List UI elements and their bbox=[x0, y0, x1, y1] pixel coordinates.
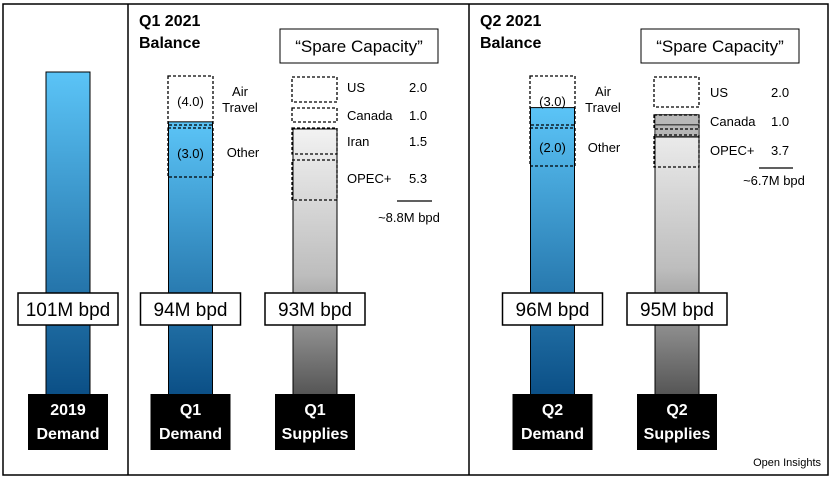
q2-spare-value-opec: 3.7 bbox=[771, 143, 789, 158]
demand-q1-bar bbox=[168, 121, 213, 396]
q1-title-line1: Q1 2021 bbox=[139, 13, 200, 30]
q2-spare-name-opec: OPEC+ bbox=[710, 143, 754, 158]
q2-gap-value-other: (2.0) bbox=[539, 140, 566, 155]
q1-gap-value-air-travel: (4.0) bbox=[177, 94, 204, 109]
q1-gap-value-other: (3.0) bbox=[177, 146, 204, 161]
q1-gap-box-other bbox=[167, 127, 214, 178]
q1-spare-value-opec: 5.3 bbox=[409, 171, 427, 186]
q2-spare-capacity-box bbox=[640, 28, 800, 64]
demand-2019-category-line1: 2019 bbox=[50, 402, 86, 419]
supplies-q2-category-box bbox=[637, 394, 717, 450]
q1-spare-total: ~8.8M bpd bbox=[378, 210, 440, 225]
supplies-q1-category-line1: Q1 bbox=[304, 402, 325, 419]
q2-spare-value-us: 2.0 bbox=[771, 85, 789, 100]
q1-gap-box-air-travel bbox=[167, 75, 214, 126]
supplies-q1-value-label: 93M bpd bbox=[278, 300, 352, 321]
outer-frame bbox=[2, 3, 829, 476]
q2-spare-name-us: US bbox=[710, 85, 728, 100]
q2-gap-label-air: Air bbox=[595, 84, 612, 99]
supplies-q2-value-label: 95M bpd bbox=[640, 300, 714, 321]
q2-gap-label-travel: Travel bbox=[585, 100, 621, 115]
q1-gap-label-air: Air bbox=[232, 84, 249, 99]
q2-spare-value-canada: 1.0 bbox=[771, 114, 789, 129]
q1-spare-capacity-title: “Spare Capacity” bbox=[295, 37, 423, 56]
q2-gap-box-other bbox=[529, 127, 576, 167]
q1-spare-box-canada bbox=[291, 107, 338, 123]
q2-spare-box-canada bbox=[653, 114, 700, 130]
q1-spare-name-iran: Iran bbox=[347, 134, 369, 149]
demand-q1-category-line2: Demand bbox=[159, 426, 222, 443]
q2-gap-box-air-travel bbox=[529, 75, 576, 126]
q1-spare-name-us: US bbox=[347, 80, 365, 95]
demand-2019-value-label: 101M bpd bbox=[26, 300, 111, 321]
demand-q1-value-label: 94M bpd bbox=[154, 300, 228, 321]
q1-gap-label-travel: Travel bbox=[222, 100, 258, 115]
supplies-q1-category-line2: Supplies bbox=[282, 426, 349, 443]
demand-q2-category-line1: Q2 bbox=[542, 402, 563, 419]
q1-title-line2: Balance bbox=[139, 35, 200, 52]
q1-spare-capacity-box bbox=[279, 28, 439, 64]
q1-spare-box-us bbox=[291, 76, 338, 103]
q1-spare-box-iran bbox=[291, 127, 338, 155]
demand-2019-category-box bbox=[28, 394, 108, 450]
supplies-q1-value-label-box bbox=[264, 292, 366, 326]
demand-q2-category-line2: Demand bbox=[521, 426, 584, 443]
q2-title-line1: Q2 2021 bbox=[480, 13, 541, 30]
q1-gap-label-other: Other bbox=[227, 145, 260, 160]
q1-spare-value-iran: 1.5 bbox=[409, 134, 427, 149]
demand-q2-value-label-box bbox=[501, 292, 604, 326]
q2-gap-label-other: Other bbox=[588, 140, 621, 155]
supplies-q1-bar bbox=[292, 128, 338, 396]
q1-spare-value-us: 2.0 bbox=[409, 80, 427, 95]
q2-spare-capacity-title: “Spare Capacity” bbox=[656, 37, 784, 56]
supplies-q1-category-box bbox=[275, 394, 355, 450]
demand-q1-value-label-box bbox=[139, 292, 242, 326]
q2-gap-value-air-travel: (3.0) bbox=[539, 94, 566, 109]
q1-spare-name-opec: OPEC+ bbox=[347, 171, 391, 186]
q2-title-line2: Balance bbox=[480, 35, 541, 52]
demand-q2-category-box bbox=[512, 394, 593, 450]
demand-2019-category-line2: Demand bbox=[36, 426, 99, 443]
q1-spare-value-canada: 1.0 bbox=[409, 108, 427, 123]
demand-2019-value-label-box bbox=[17, 292, 119, 326]
demand-q2-bar bbox=[530, 107, 575, 396]
source-label: Open Insights bbox=[753, 457, 821, 469]
demand-q1-category-line1: Q1 bbox=[180, 402, 201, 419]
q1-spare-name-canada: Canada bbox=[347, 108, 393, 123]
supplies-q2-spare-used-overlay bbox=[655, 114, 699, 137]
q1-spare-box-opec bbox=[291, 159, 338, 201]
q2-spare-box-opec bbox=[653, 134, 700, 168]
q2-spare-name-canada: Canada bbox=[710, 114, 756, 129]
demand-q2-value-label: 96M bpd bbox=[516, 300, 590, 321]
demand-q1-category-box bbox=[150, 394, 231, 450]
q2-spare-total: ~6.7M bpd bbox=[743, 173, 805, 188]
supplies-q2-bar bbox=[654, 114, 700, 396]
demand-2019-bar bbox=[45, 71, 91, 396]
q2-spare-box-us bbox=[653, 76, 700, 108]
supplies-q2-value-label-box bbox=[626, 292, 728, 326]
supplies-q2-category-line1: Q2 bbox=[666, 402, 687, 419]
supplies-q2-category-line2: Supplies bbox=[644, 426, 711, 443]
